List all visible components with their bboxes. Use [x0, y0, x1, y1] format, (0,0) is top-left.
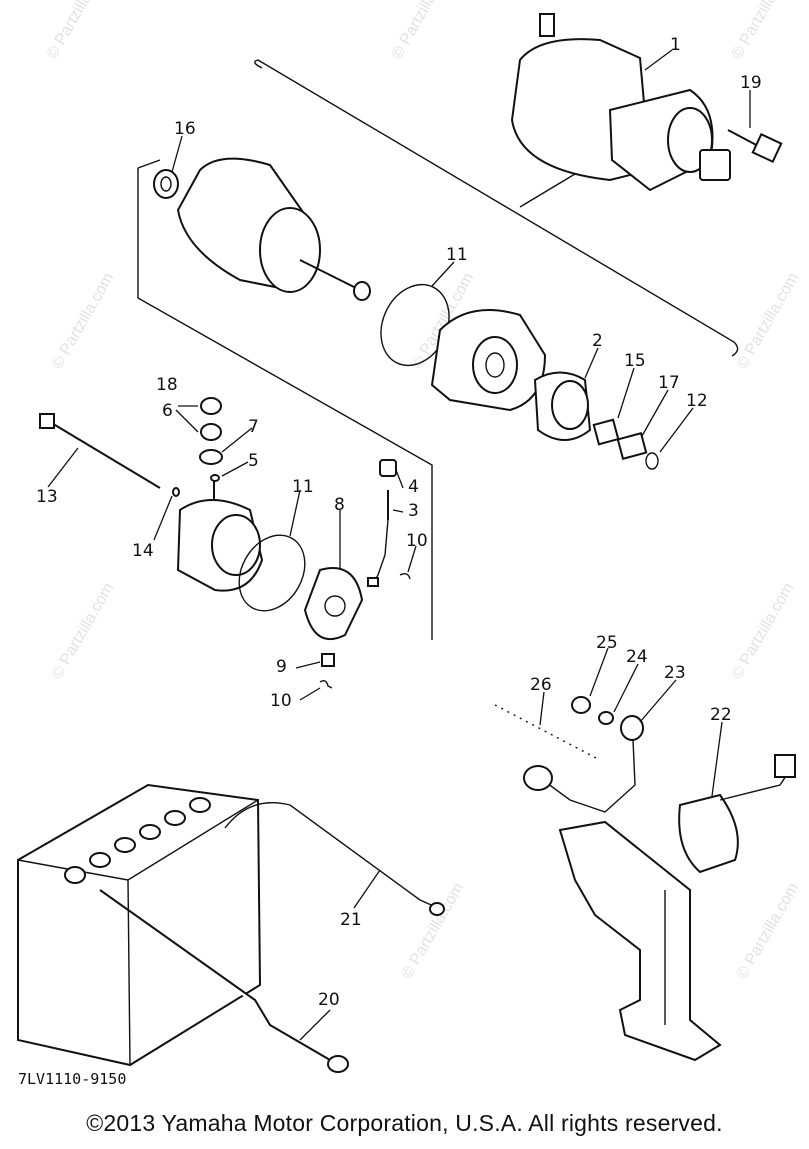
spring-10-upper [399, 572, 411, 580]
ground-lead-21 [224, 801, 439, 909]
watermark: © Partzilla.com [729, 580, 798, 682]
brush-9 [321, 653, 335, 667]
brush-lead [371, 519, 389, 586]
wire-harness-26 [494, 704, 601, 761]
watermark: © Partzilla.com [49, 580, 118, 682]
pinion-gear-2 [533, 371, 592, 441]
copyright-notice: ©2013 Yamaha Motor Corporation, U.S.A. A… [86, 1110, 723, 1136]
callout-10-upper: 10 [406, 531, 428, 551]
through-bolt-13 [39, 413, 161, 489]
washer-16 [153, 169, 179, 199]
callout-13: 13 [36, 487, 58, 507]
callout-4: 4 [408, 477, 419, 497]
spring-15 [592, 418, 620, 446]
watermark: © Partzilla.com [729, 0, 798, 62]
callout-14: 14 [132, 541, 154, 561]
stopper-17 [616, 432, 648, 460]
callout-9: 9 [276, 657, 287, 677]
watermark: © Partzilla.com [399, 880, 468, 982]
callout-22: 22 [710, 705, 732, 725]
callout-labels: 1 19 16 11 2 15 17 12 18 6 7 5 13 14 11 … [36, 35, 762, 1010]
callout-24: 24 [626, 647, 648, 667]
callout-10-lower: 10 [270, 691, 292, 711]
washer-16-hole [160, 176, 172, 192]
clip-12 [645, 452, 659, 470]
o-ring-11-lower [238, 534, 306, 612]
brush-plate-8 [303, 567, 364, 640]
nut-25 [571, 696, 591, 714]
starter-relay-22 [678, 754, 796, 874]
callout-23: 23 [664, 663, 686, 683]
nut-18 [200, 397, 222, 415]
starter-relay-lead [539, 739, 636, 813]
spring-10-lower [319, 679, 333, 689]
callout-6: 6 [162, 401, 173, 421]
watermark: © Partzilla.com [389, 0, 458, 62]
bolt-19 [727, 129, 783, 164]
battery-cable-20 [99, 889, 331, 1061]
callout-21: 21 [340, 910, 362, 930]
watermark: © Partzilla.com [49, 270, 118, 372]
battery-cable-terminal [327, 1055, 349, 1073]
callout-11-lower: 11 [292, 477, 314, 497]
ground-lead-terminal [429, 902, 445, 916]
brush-terminal [367, 577, 379, 587]
drawing-code: 7LV1110-9150 [18, 1070, 126, 1088]
callout-12: 12 [686, 391, 708, 411]
callout-3: 3 [408, 501, 419, 521]
terminal-nut-4 [379, 459, 397, 477]
watermark: © Partzilla.com [44, 0, 113, 62]
callout-20: 20 [318, 990, 340, 1010]
o-ring-14 [172, 487, 180, 497]
washer-7 [199, 449, 223, 465]
washer-24 [598, 711, 614, 725]
end-cover [430, 309, 547, 412]
relay-bracket [558, 820, 722, 1062]
watermark: © Partzilla.com [734, 880, 803, 982]
callout-11-upper: 11 [446, 245, 468, 265]
armature [176, 157, 371, 301]
callout-16: 16 [174, 119, 196, 139]
callout-8: 8 [334, 495, 345, 515]
yoke-housing [176, 480, 264, 592]
callout-2: 2 [592, 331, 603, 351]
nut-6 [200, 423, 222, 441]
callout-15: 15 [624, 351, 646, 371]
callout-25: 25 [596, 633, 618, 653]
callout-26: 26 [530, 675, 552, 695]
battery [17, 783, 262, 1067]
callout-18: 18 [156, 375, 178, 395]
terminal-cap-23 [620, 715, 644, 741]
callout-1: 1 [670, 35, 681, 55]
watermark: © Partzilla.com [734, 270, 803, 372]
callout-17: 17 [658, 373, 680, 393]
callout-7: 7 [248, 417, 259, 437]
lead-ring-terminal [523, 765, 553, 791]
callout-5: 5 [248, 451, 259, 471]
callout-19: 19 [740, 73, 762, 93]
leader-lines [47, 49, 751, 1041]
nut-stack [199, 397, 223, 482]
starter-motor-assembly [510, 13, 731, 192]
